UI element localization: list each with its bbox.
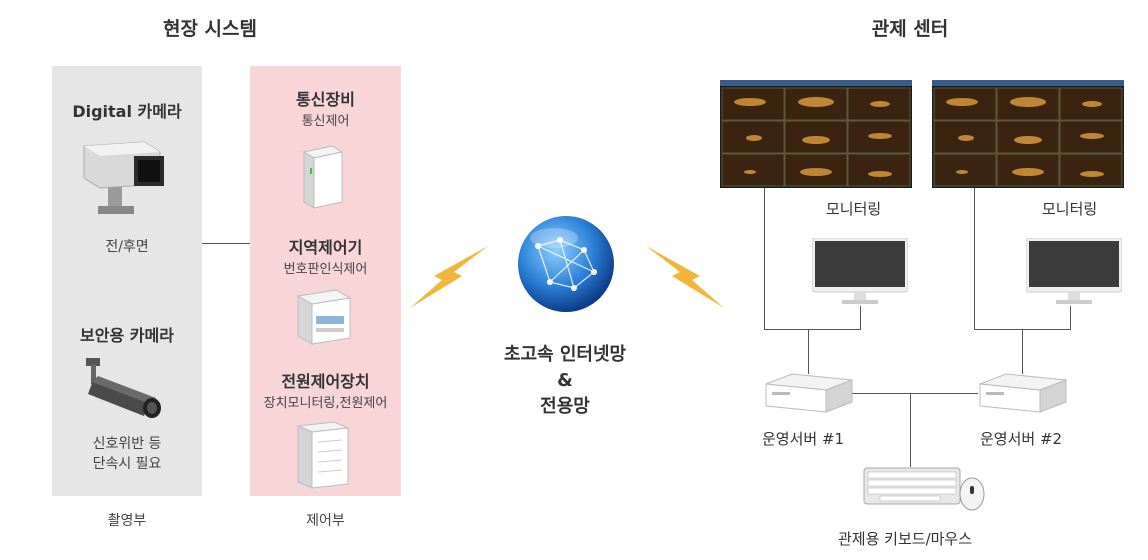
bullet-camera-icon bbox=[80, 354, 172, 424]
digital-camera-desc: 전/후면 bbox=[105, 239, 149, 255]
keyboard-mouse-label: 관제용 키보드/마우스 bbox=[838, 530, 973, 548]
network-line1: 초고속 인터넷망 bbox=[503, 344, 627, 365]
server2-icon bbox=[976, 370, 1068, 416]
connector-server2 bbox=[1022, 330, 1023, 374]
security-camera-desc: 신호위반 등 단속시 필요 bbox=[52, 434, 202, 474]
desktop-monitor-left-icon bbox=[811, 237, 909, 306]
security-camera-desc-line2: 단속시 필요 bbox=[92, 456, 162, 472]
video-wall-right bbox=[932, 80, 1124, 188]
security-camera-title: 보안용 카메라 bbox=[80, 326, 174, 345]
connector-left-horizontal bbox=[764, 329, 861, 330]
power-cabinet-icon bbox=[294, 418, 354, 490]
connector-wall-left bbox=[764, 188, 765, 330]
connector-wall-right bbox=[974, 188, 975, 330]
server2-label: 운영서버 #2 bbox=[980, 430, 1063, 448]
comm-equipment-desc: 통신제어 bbox=[301, 114, 350, 129]
regional-controller-title: 지역제어기 bbox=[288, 238, 363, 257]
comm-device-icon bbox=[298, 142, 348, 212]
monitoring-label-left: 모니터링 bbox=[826, 200, 882, 218]
keyboard-mouse-icon bbox=[860, 464, 990, 514]
lightning-left-icon bbox=[408, 246, 490, 310]
capture-footer: 촬영부 bbox=[107, 513, 147, 529]
digital-camera-title: Digital 카메라 bbox=[72, 102, 182, 121]
control-center-heading: 관제 센터 bbox=[871, 18, 949, 40]
video-wall-left bbox=[720, 80, 912, 188]
connector-monitor-right bbox=[1070, 306, 1071, 330]
connector-monitor-left bbox=[860, 306, 861, 330]
connector-server1 bbox=[808, 330, 809, 374]
control-footer: 제어부 bbox=[306, 513, 345, 529]
regional-controller-desc: 번호판인식제어 bbox=[283, 262, 368, 277]
network-line3: 전용망 bbox=[540, 396, 590, 417]
capture-panel bbox=[52, 66, 202, 496]
connector-right-horizontal bbox=[974, 329, 1071, 330]
desktop-monitor-right-icon bbox=[1025, 237, 1123, 306]
connector-server-link bbox=[852, 393, 978, 394]
server1-label: 운영서버 #1 bbox=[762, 430, 845, 448]
power-controller-desc: 장치모니터링,전원제어 bbox=[263, 396, 388, 411]
regional-controller-icon bbox=[290, 286, 356, 348]
lightning-right-icon bbox=[644, 246, 726, 310]
globe-icon bbox=[514, 212, 618, 316]
field-system-heading: 현장 시스템 bbox=[162, 18, 257, 40]
monitoring-label-right: 모니터링 bbox=[1042, 200, 1098, 218]
connector-keyboard bbox=[910, 393, 911, 467]
panel-connector-line bbox=[202, 243, 250, 244]
security-camera-desc-line1: 신호위반 등 bbox=[92, 436, 162, 452]
network-label: 초고속 인터넷망 & 전용망 bbox=[470, 342, 660, 420]
server1-icon bbox=[762, 370, 854, 416]
cctv-camera-icon bbox=[80, 138, 172, 218]
comm-equipment-title: 통신장비 bbox=[296, 90, 355, 109]
network-line2: & bbox=[557, 370, 573, 391]
power-controller-title: 전원제어장치 bbox=[281, 372, 370, 391]
